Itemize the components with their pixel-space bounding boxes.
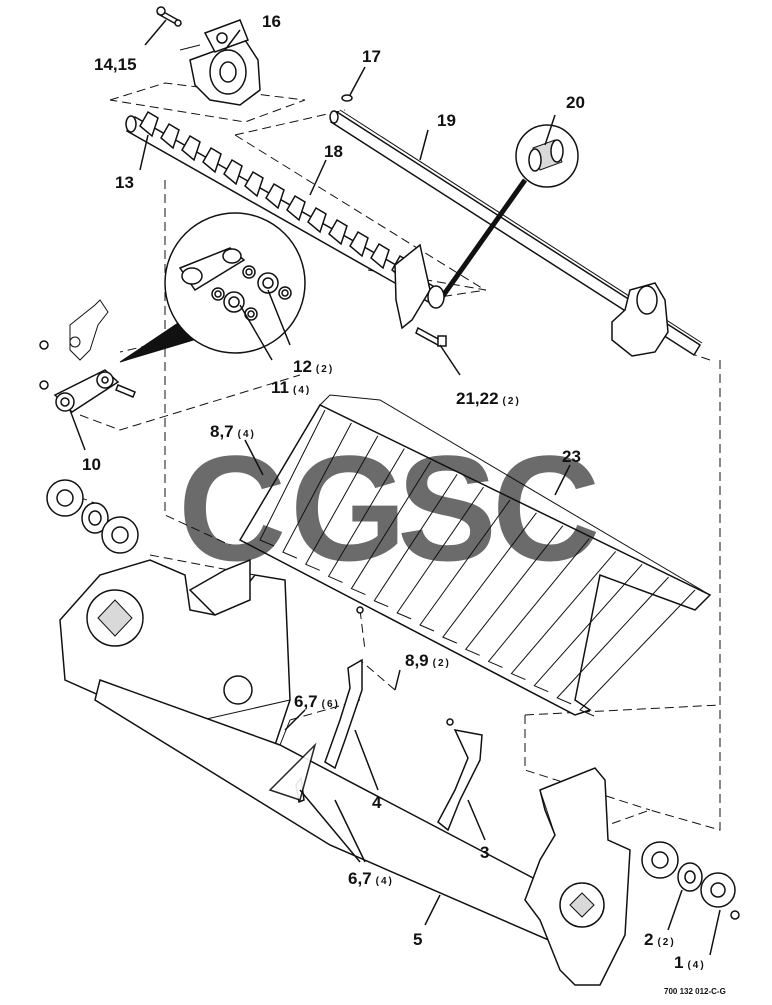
bearing-housing-16 bbox=[156, 6, 261, 106]
screen-rib bbox=[487, 538, 590, 668]
callout-5: 5 bbox=[413, 930, 422, 949]
pin-17 bbox=[341, 94, 353, 102]
callout-21-22: 21,22(2) bbox=[456, 389, 521, 408]
callout-18: 18 bbox=[324, 142, 343, 161]
screen-rib bbox=[373, 474, 458, 608]
auger-flight bbox=[181, 134, 201, 162]
figure-code: 700 132 012-C-G bbox=[664, 987, 726, 996]
screen-rib bbox=[464, 525, 564, 656]
screen-panel-23 bbox=[238, 394, 712, 717]
screen-ribs bbox=[259, 409, 696, 717]
auger-flight bbox=[370, 242, 390, 270]
callout-20: 20 bbox=[566, 93, 585, 112]
auger-flight bbox=[202, 146, 222, 174]
screen-rib bbox=[556, 576, 669, 705]
auger-flight bbox=[328, 218, 348, 246]
auger-shaft-13 bbox=[125, 110, 445, 330]
callout-17: 17 bbox=[362, 47, 381, 66]
auger-flight bbox=[244, 170, 264, 198]
callout-6-7-lower: 6,7(4) bbox=[348, 869, 394, 888]
auger-flight bbox=[139, 110, 159, 138]
callout-16: 16 bbox=[262, 12, 281, 31]
auger-flights bbox=[139, 110, 411, 282]
mount-plate-10 bbox=[39, 299, 136, 413]
screen-rib bbox=[533, 563, 643, 693]
bearing-inset-11-12 bbox=[119, 212, 306, 363]
callout-23: 23 bbox=[562, 447, 581, 466]
screen-rib bbox=[442, 512, 537, 644]
auger-flight bbox=[160, 122, 180, 150]
flange-bearing-left bbox=[46, 479, 139, 554]
right-end-plate bbox=[524, 767, 631, 986]
callout-10: 10 bbox=[82, 455, 101, 474]
hanger-4 bbox=[324, 606, 364, 770]
callout-8-7-top: 8,7(4) bbox=[210, 422, 256, 441]
callout-6-7-upper: 6,7(6) bbox=[294, 692, 340, 711]
watermark-letter: C bbox=[492, 424, 600, 592]
auger-flight bbox=[265, 182, 285, 210]
screen-rib bbox=[579, 589, 696, 717]
watermark-letter: C bbox=[178, 424, 286, 592]
screen-rib bbox=[419, 499, 511, 632]
auger-flight bbox=[223, 158, 243, 186]
watermark-letter: S bbox=[397, 424, 497, 592]
auger-flight bbox=[286, 194, 306, 222]
bolt-6-7 bbox=[268, 742, 317, 804]
callout-14-15: 14,15 bbox=[94, 55, 137, 74]
bushing-20-inset bbox=[437, 124, 579, 302]
shaft-arm bbox=[611, 282, 669, 357]
callout-labels: 16 14,15 17 20 19 18 13 12(2) 11(4) 21,2… bbox=[82, 12, 706, 972]
hanger-3 bbox=[437, 718, 483, 832]
screen-rib bbox=[259, 409, 326, 547]
auger-flight bbox=[349, 230, 369, 258]
callout-4: 4 bbox=[372, 793, 382, 812]
callout-1: 1(4) bbox=[674, 953, 706, 972]
screen-rib bbox=[510, 551, 617, 681]
watermark: C G S C bbox=[178, 424, 600, 592]
screen-rib bbox=[350, 461, 432, 596]
screen-rib bbox=[282, 422, 352, 559]
bolt-21-22 bbox=[415, 326, 447, 347]
callout-19: 19 bbox=[437, 111, 456, 130]
screen-rib bbox=[305, 435, 379, 571]
flange-bearing-right bbox=[641, 841, 740, 920]
screen-rib bbox=[327, 448, 405, 583]
callout-8-9: 8,9(2) bbox=[405, 651, 451, 670]
callout-3: 3 bbox=[480, 843, 489, 862]
screen-rib bbox=[396, 486, 484, 620]
callout-13: 13 bbox=[115, 173, 134, 192]
auger-flight bbox=[307, 206, 327, 234]
callout-11: 11(4) bbox=[271, 378, 311, 397]
callout-2: 2(2) bbox=[644, 930, 676, 949]
trough-5 bbox=[94, 679, 576, 947]
callout-12: 12(2) bbox=[293, 357, 334, 376]
leader-lines bbox=[69, 19, 721, 956]
watermark-letter: G bbox=[290, 424, 407, 592]
